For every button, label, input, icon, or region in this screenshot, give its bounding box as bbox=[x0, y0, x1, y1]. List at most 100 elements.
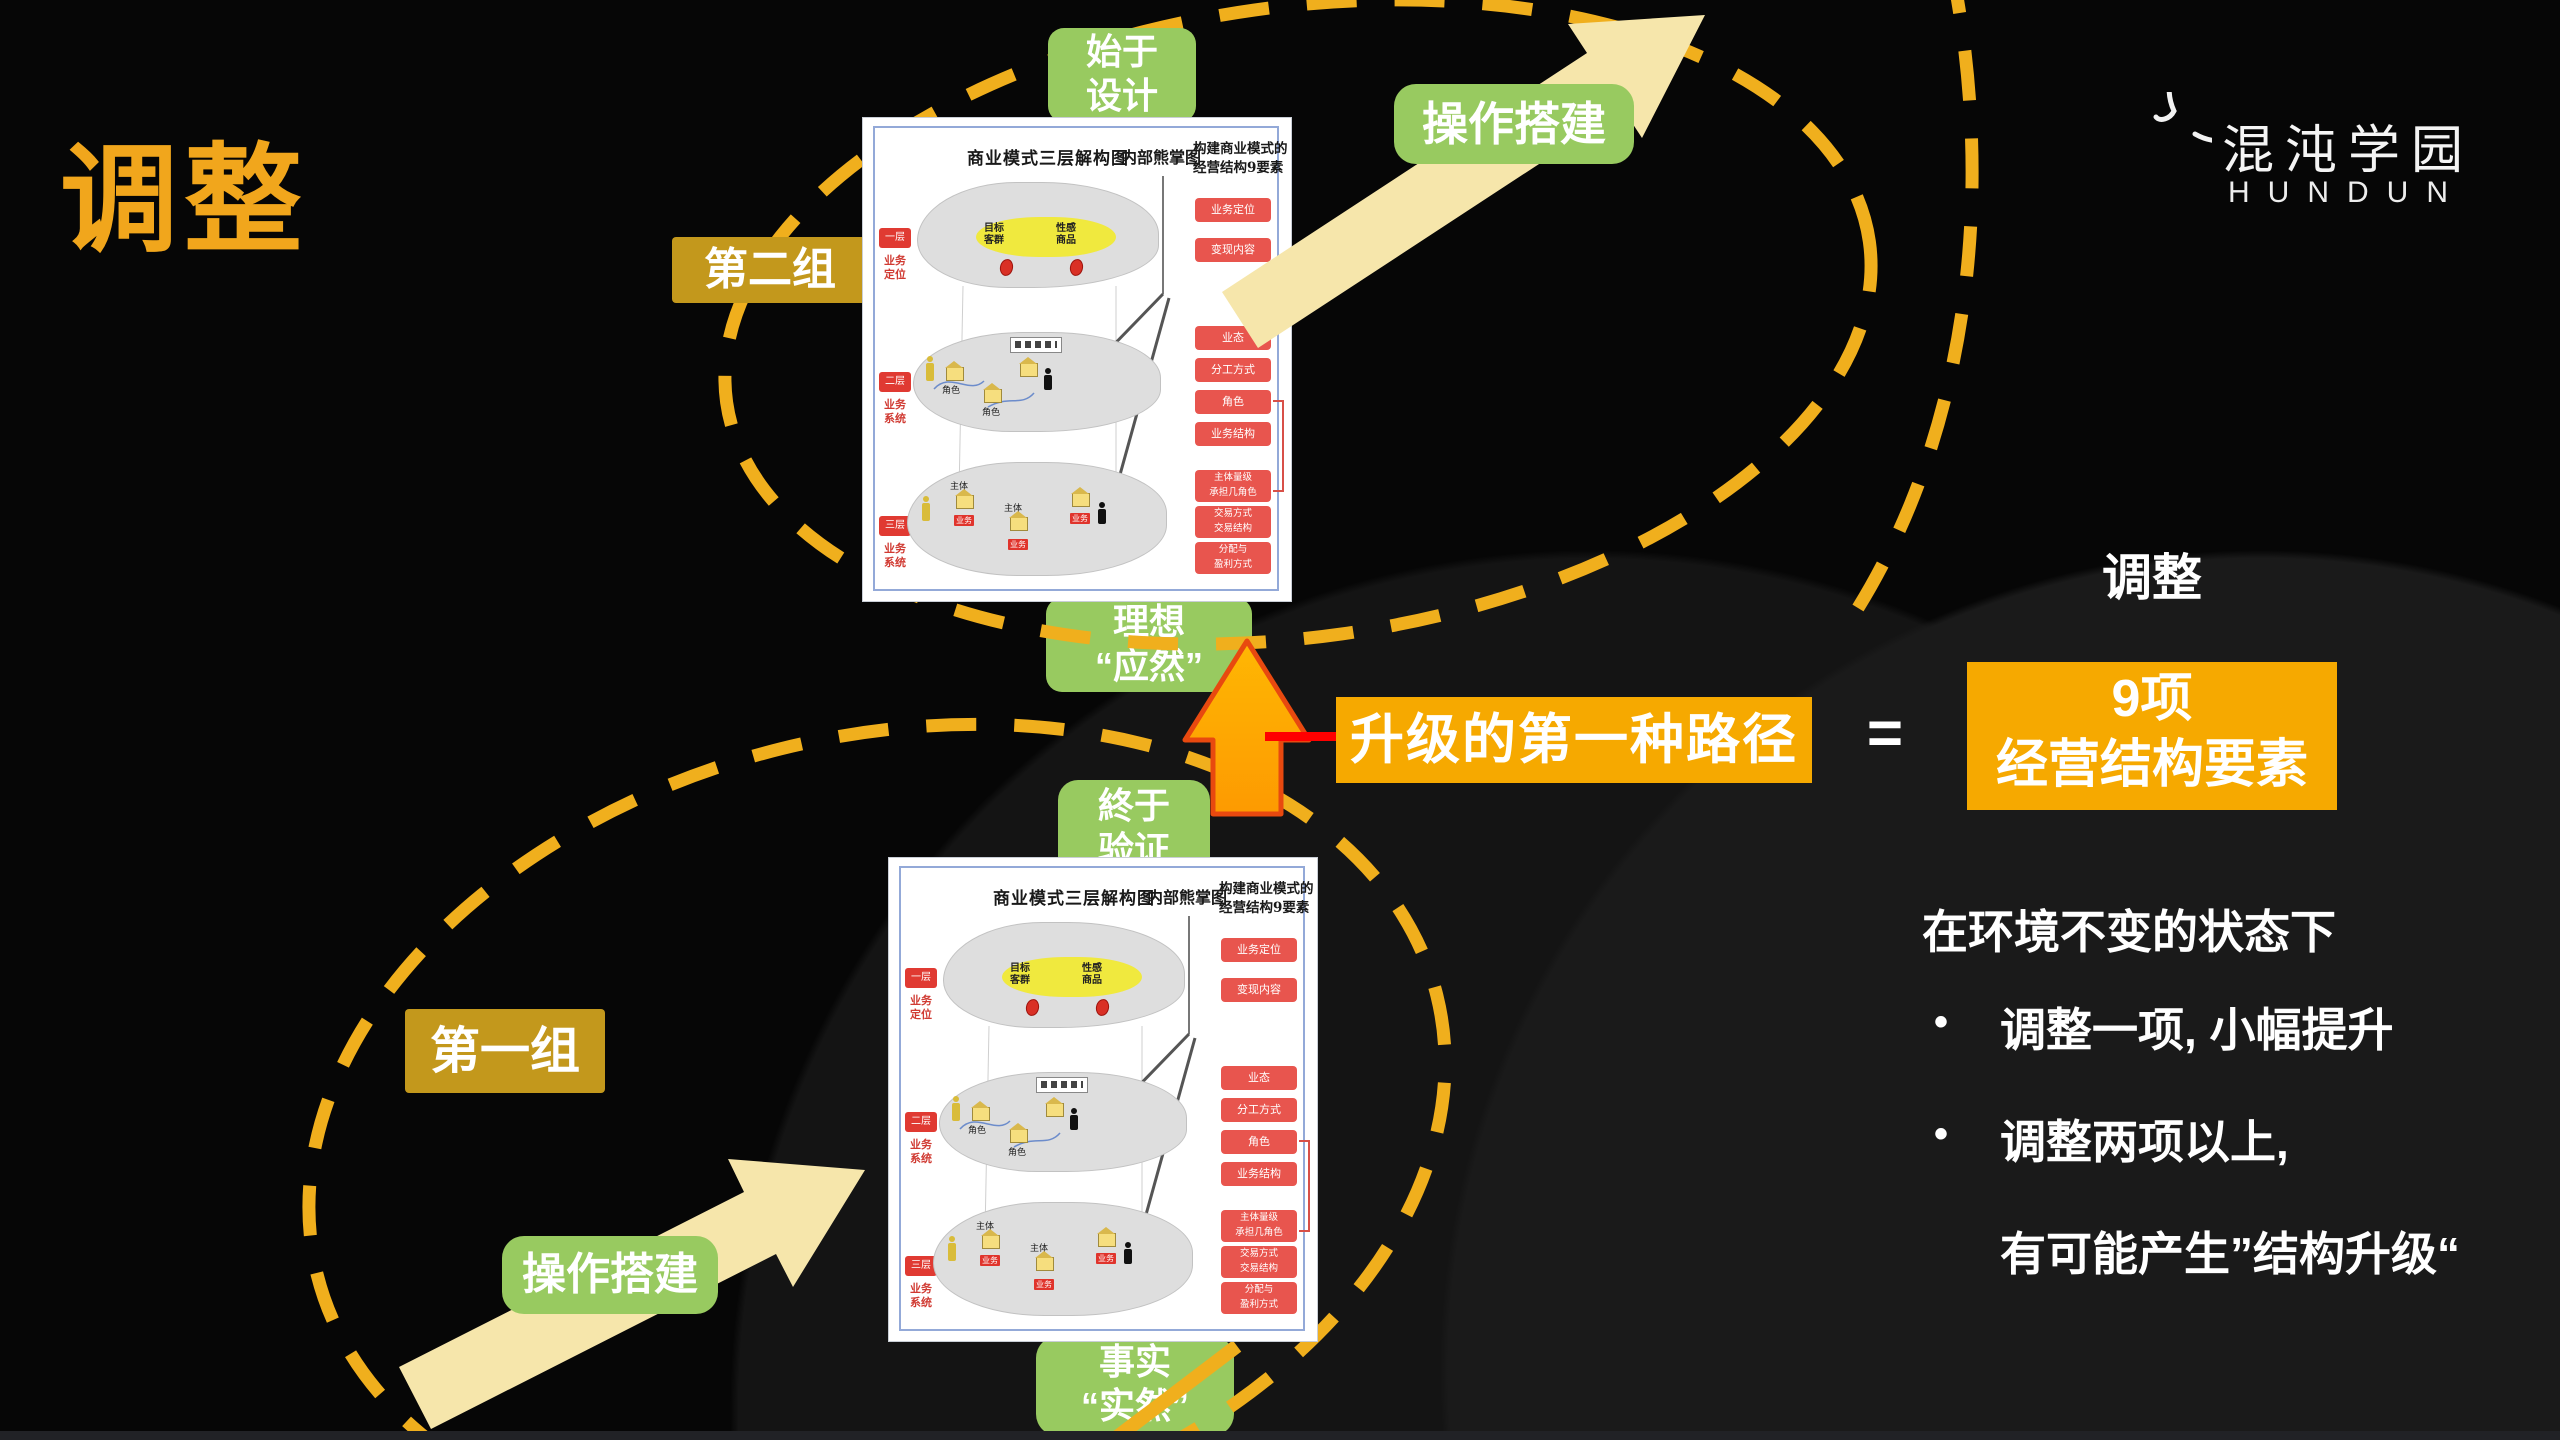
layer2-blob: 角色 角色 bbox=[913, 332, 1161, 432]
notes-bullet2-line1: 调整两项以上, bbox=[2000, 1116, 2289, 1168]
person-icon bbox=[922, 496, 930, 521]
card-title: 商业模式三层解构图 bbox=[967, 149, 1129, 169]
logo-cn-text: 混沌学园 bbox=[2222, 121, 2475, 181]
layer3-blob: 主体 业务 主体 业务 业务 bbox=[907, 462, 1167, 576]
subject-tag: 主体 bbox=[1004, 504, 1023, 514]
business-chip: 业务 bbox=[980, 1255, 1000, 1266]
layer2-label: 业务系统 bbox=[884, 398, 906, 425]
card-subtitle: 内部熊掌图 bbox=[1121, 148, 1202, 167]
person-icon bbox=[952, 1096, 960, 1121]
layer1-label: 业务定位 bbox=[910, 994, 932, 1021]
target-customer-text: 目标客群 bbox=[984, 223, 1004, 246]
house-icon bbox=[955, 489, 974, 509]
target-customer-text: 目标客群 bbox=[1010, 963, 1030, 986]
subject-tag: 主体 bbox=[976, 1222, 995, 1232]
notes-bullet2-line2: 有可能产生”结构升级“ bbox=[2000, 1228, 2460, 1280]
card-title-right: 构建商业模式的 经营结构9要素 bbox=[1219, 880, 1314, 918]
role-tag: 角色 bbox=[968, 1126, 987, 1136]
element-button-6: 业务结构 bbox=[1221, 1162, 1297, 1186]
house-icon bbox=[945, 361, 964, 381]
role-tag: 角色 bbox=[1008, 1148, 1027, 1158]
card-title: 商业模式三层解构图 bbox=[993, 889, 1155, 909]
business-chip: 业务 bbox=[1034, 1279, 1054, 1290]
element-button-7: 主体量级承担几角色 bbox=[1195, 470, 1271, 502]
mini-label-box bbox=[1010, 337, 1062, 353]
layer3-blob: 主体 业务 主体 业务 业务 bbox=[933, 1202, 1193, 1316]
house-icon bbox=[1071, 487, 1090, 507]
element-button-8: 交易方式交易结构 bbox=[1195, 506, 1271, 538]
role-tag: 角色 bbox=[942, 386, 961, 396]
element-button-4: 分工方式 bbox=[1221, 1098, 1297, 1122]
positioning-highlight bbox=[976, 217, 1116, 257]
subject-tag: 主体 bbox=[950, 482, 969, 492]
ideal-line1: 理想 bbox=[1112, 601, 1185, 642]
sexy-product-text: 性感商品 bbox=[1082, 963, 1102, 986]
person-icon bbox=[1098, 502, 1106, 524]
group2-label: 第二组 bbox=[672, 237, 868, 303]
card-title-right: 构建商业模式的 经营结构9要素 bbox=[1193, 140, 1288, 178]
bottom-strip bbox=[0, 1431, 2560, 1440]
business-model-card-bottom: 商业模式三层解构图 内部熊掌图 构建商业模式的 经营结构9要素 一层 业务定位 … bbox=[888, 857, 1318, 1342]
business-model-card: 商业模式三层解构图 内部熊掌图 构建商业模式的 经营结构9要素 一层 业务定位 … bbox=[888, 857, 1318, 1342]
layer3-badge: 三层 bbox=[879, 516, 911, 536]
layer3-label: 业务系统 bbox=[884, 542, 906, 569]
bullet-dot-icon: • bbox=[1934, 1000, 1949, 1044]
layer1-badge: 一层 bbox=[905, 968, 937, 988]
element-button-5: 角色 bbox=[1221, 1130, 1297, 1154]
start-line1: 始于 bbox=[1085, 31, 1158, 72]
business-chip: 业务 bbox=[1096, 1253, 1116, 1264]
element-button-2: 变现内容 bbox=[1221, 978, 1297, 1002]
start-with-design-label: 始于 设计 bbox=[1048, 28, 1196, 122]
bracket-line bbox=[1299, 1140, 1310, 1232]
fact-line1: 事实 bbox=[1098, 1341, 1171, 1382]
sexy-product-text: 性感商品 bbox=[1056, 223, 1076, 246]
result-line1: 9项 bbox=[2111, 670, 2193, 728]
build-label-bottom: 操作搭建 bbox=[502, 1236, 718, 1314]
business-model-card-top: 商业模式三层解构图 内部熊掌图 构建商业模式的 经营结构9要素 一层 业务定位 … bbox=[862, 117, 1292, 602]
layer2-blob: 角色 角色 bbox=[939, 1072, 1187, 1172]
person-icon bbox=[1124, 1242, 1132, 1264]
notes-bullet1: 调整一项, 小幅提升 bbox=[2000, 1004, 2394, 1056]
adjust-caption: 调整 bbox=[2102, 550, 2202, 606]
person-icon bbox=[1044, 368, 1052, 390]
hundun-enso-logo-icon bbox=[2153, 92, 2212, 143]
nine-elements-column: 业务定位变现内容业态分工方式角色业务结构主体量级承担几角色交易方式交易结构分配与… bbox=[1221, 858, 1297, 1341]
subject-tag: 主体 bbox=[1030, 1244, 1049, 1254]
house-icon bbox=[971, 1101, 990, 1121]
layer2-badge: 二层 bbox=[905, 1112, 937, 1132]
equals-sign: = bbox=[1866, 699, 1904, 768]
element-button-5: 角色 bbox=[1195, 390, 1271, 414]
element-button-3: 业态 bbox=[1221, 1066, 1297, 1090]
card-title-right-line2: 经营结构9要素 bbox=[1219, 900, 1310, 916]
house-icon bbox=[981, 1229, 1000, 1249]
upgrade-arrow-icon bbox=[1182, 638, 1312, 817]
layer1-label: 业务定位 bbox=[884, 254, 906, 281]
person-icon bbox=[926, 356, 934, 381]
card-subtitle: 内部熊掌图 bbox=[1147, 888, 1228, 907]
element-button-8: 交易方式交易结构 bbox=[1221, 1246, 1297, 1278]
house-icon bbox=[1009, 1123, 1028, 1143]
bullet-dot-icon: • bbox=[1934, 1112, 1949, 1156]
element-button-4: 分工方式 bbox=[1195, 358, 1271, 382]
business-model-card: 商业模式三层解构图 内部熊掌图 构建商业模式的 经营结构9要素 一层 业务定位 … bbox=[862, 117, 1292, 602]
person-icon bbox=[948, 1236, 956, 1261]
start-line2: 设计 bbox=[1085, 75, 1158, 116]
blue-flow-arrows bbox=[959, 1120, 1061, 1148]
element-button-1: 业务定位 bbox=[1195, 198, 1271, 222]
house-icon bbox=[1009, 511, 1028, 531]
red-connector-line bbox=[1265, 732, 1338, 741]
result-line2: 经营结构要素 bbox=[1995, 736, 2308, 794]
card-title-right-line2: 经营结构9要素 bbox=[1193, 160, 1284, 176]
nine-elements-box: 9项 经营结构要素 bbox=[1967, 662, 2337, 810]
person-icon bbox=[1070, 1108, 1078, 1130]
mini-label-box bbox=[1036, 1077, 1088, 1093]
page-title: 调整 bbox=[60, 135, 309, 267]
card-title-right-line1: 构建商业模式的 bbox=[1219, 881, 1314, 897]
blue-flow-arrows bbox=[933, 380, 1035, 408]
house-icon bbox=[1045, 1097, 1064, 1117]
business-chip: 业务 bbox=[954, 515, 974, 526]
build-label-top: 操作搭建 bbox=[1394, 84, 1634, 164]
verify-line1: 終于 bbox=[1097, 785, 1170, 826]
ideal-line2: “应然” bbox=[1094, 645, 1203, 686]
